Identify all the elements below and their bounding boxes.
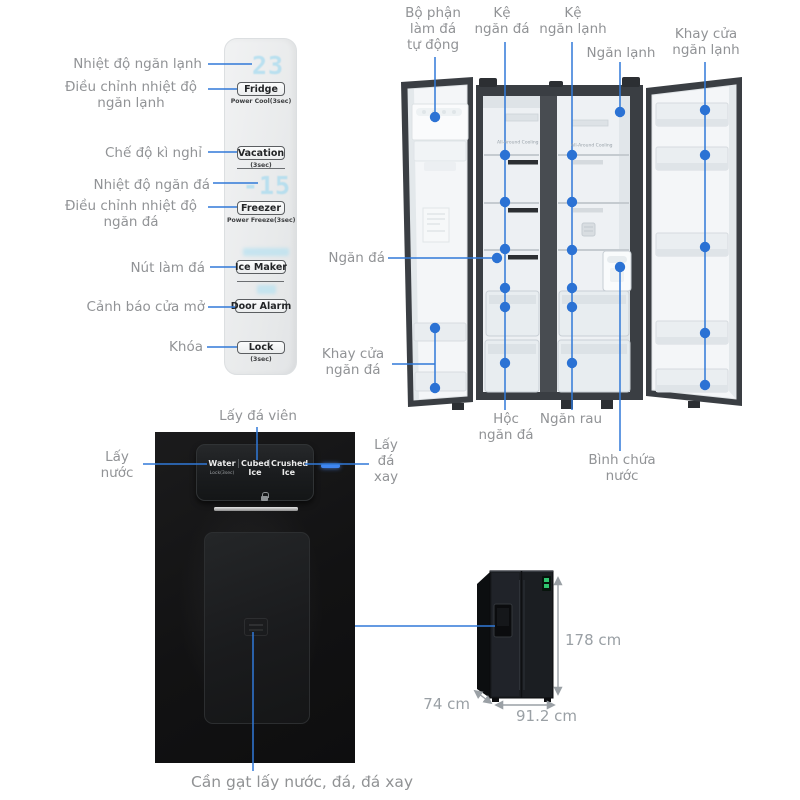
door-alarm-indicator [257,285,276,294]
mini-fridge [477,570,554,702]
lever-emboss [244,618,268,636]
depth-dimension: 74 cm [423,695,470,713]
callout-cubed-ice: Lấy đá viên [219,408,297,424]
callout-fridge-temp: Nhiệt độ ngăn lạnh [73,56,202,72]
mini-fridge-display [542,576,551,591]
crushed-ice-option: Crushed Ice [271,459,309,478]
vacation-button[interactable]: Vacation [237,146,285,160]
all-around-cooling-text-freezer: All-Around Cooling [497,140,539,145]
callout-freezer-compartment: Ngăn đá [328,250,385,266]
water-tank [602,250,632,292]
door-alarm-button[interactable]: Door Alarm [230,299,292,313]
callout-fridge-shelf: Kệ ngăn lạnh [539,5,607,38]
lock-button-sub: (3sec) [250,356,272,363]
crushed-ice-led [321,464,340,468]
callout-water-tank: Bình chứa nước [588,452,656,485]
freezer-button-sub: Power Freeze(3sec) [227,217,296,224]
ice-maker-button[interactable]: Ice Maker [235,260,287,274]
callout-vacation: Chế độ kì nghỉ [105,145,202,161]
fridge-button-sub: Power Cool(3sec) [230,98,292,105]
panel-separator-1 [237,168,285,169]
callout-auto-ice-maker: Bộ phận làm đá tự động [405,5,461,54]
freezer-button[interactable]: Freezer [237,201,285,215]
freezer-door [401,77,473,407]
freezer-temp-display: -15 [242,171,292,200]
fridge-button[interactable]: Fridge [237,82,285,96]
callout-fridge-compartment: Ngăn lạnh [586,45,656,61]
all-around-cooling-text-fridge: All-Around Cooling [571,143,613,148]
dispenser-photo: Water Lock(3sec) | Cubed Ice | Crushed I… [155,432,355,763]
callout-freezer-shelf: Kệ ngăn đá [474,5,530,38]
fridge-interior [557,96,630,392]
callout-freezer-adjust: Điều chỉnh nhiệt độ ngăn đá [64,198,198,231]
drip-ledge [214,507,298,511]
cubed-ice-option: Cubed Ice [241,459,270,478]
callout-crushed-ice: Lấy đá xay [373,437,399,486]
callout-fridge-adjust: Điều chỉnh nhiệt độ ngăn lạnh [64,79,198,112]
fridge-temp-display: 23 [251,51,285,80]
fridge-door [646,77,742,406]
water-option: Water [208,459,236,468]
dimension-arrows [473,576,563,710]
pad-divider-2: | [268,459,272,469]
callout-freezer-drawer: Hộc ngăn đá [478,411,534,444]
cabinet [452,77,700,410]
callout-water: Lấy nước [100,449,134,482]
dispenser-caption: Cần gạt lấy nước, đá, đá xay [190,773,414,791]
callout-crisper: Ngăn rau [539,411,603,427]
callout-lock: Khóa [169,339,203,355]
leader-dots [429,104,711,394]
height-dimension: 178 cm [565,631,622,649]
lock-button[interactable]: Lock [237,341,285,354]
lock-icon [261,492,269,501]
callout-door-alarm: Cảnh báo cửa mở [86,299,205,315]
water-option-sub: Lock(3sec) [209,471,235,476]
width-dimension: 91.2 cm [516,707,578,725]
panel-separator-2 [237,281,284,282]
callout-freezer-temp: Nhiệt độ ngăn đá [93,177,210,193]
callout-freezer-door-tray: Khay cửa ngăn đá [321,346,385,379]
ice-maker-indicator [243,248,289,256]
dispenser-lever [204,532,310,724]
mini-fridge-dispenser [493,603,513,638]
callout-ice-maker: Nút làm đá [130,260,205,276]
dispenser-selector-pad: Water Lock(3sec) | Cubed Ice | Crushed I… [196,444,340,501]
open-fridge-diagram [401,77,742,410]
pad-divider-1: | [237,459,241,469]
vacation-button-sub: (3sec) [250,162,272,169]
callout-fridge-door-tray: Khay cửa ngăn lạnh [672,26,740,59]
